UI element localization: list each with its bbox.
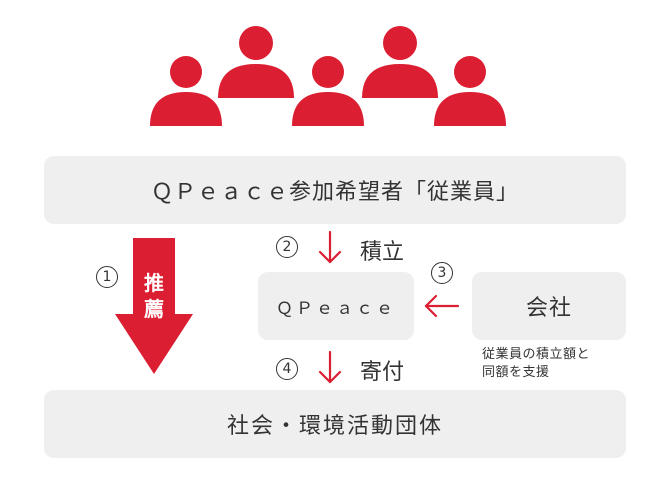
accumulate-label: 積立 bbox=[360, 240, 405, 265]
step-number-3: 3 bbox=[431, 262, 453, 284]
qpeace-label: ＱＰｅａｃｅ bbox=[276, 298, 396, 319]
society-box: 社会・環境活動団体 bbox=[44, 390, 626, 458]
person-icon bbox=[218, 26, 294, 98]
people-group bbox=[150, 26, 506, 126]
person-icon bbox=[434, 56, 506, 126]
participants-box: ＱＰｅａｃｅ参加希望者「従業員」 bbox=[44, 156, 626, 224]
company-box: 会社 bbox=[472, 272, 626, 340]
company-label: 会社 bbox=[525, 296, 572, 321]
society-label: 社会・環境活動団体 bbox=[226, 414, 443, 439]
step-number-1: 1 bbox=[96, 266, 118, 288]
person-icon bbox=[150, 56, 222, 126]
person-icon bbox=[292, 56, 364, 126]
donate-label: 寄付 bbox=[360, 360, 405, 385]
participants-label: ＱＰｅａｃｅ参加希望者「従業員」 bbox=[150, 180, 519, 205]
step-number-2: 2 bbox=[276, 236, 298, 258]
qpeace-box: ＱＰｅａｃｅ bbox=[258, 272, 414, 340]
step-number-4: 4 bbox=[276, 358, 298, 380]
person-icon bbox=[362, 26, 438, 98]
recommend-label: 推 薦 bbox=[144, 271, 164, 321]
company-note: 従業員の積立額と 同額を支援 bbox=[482, 347, 591, 380]
